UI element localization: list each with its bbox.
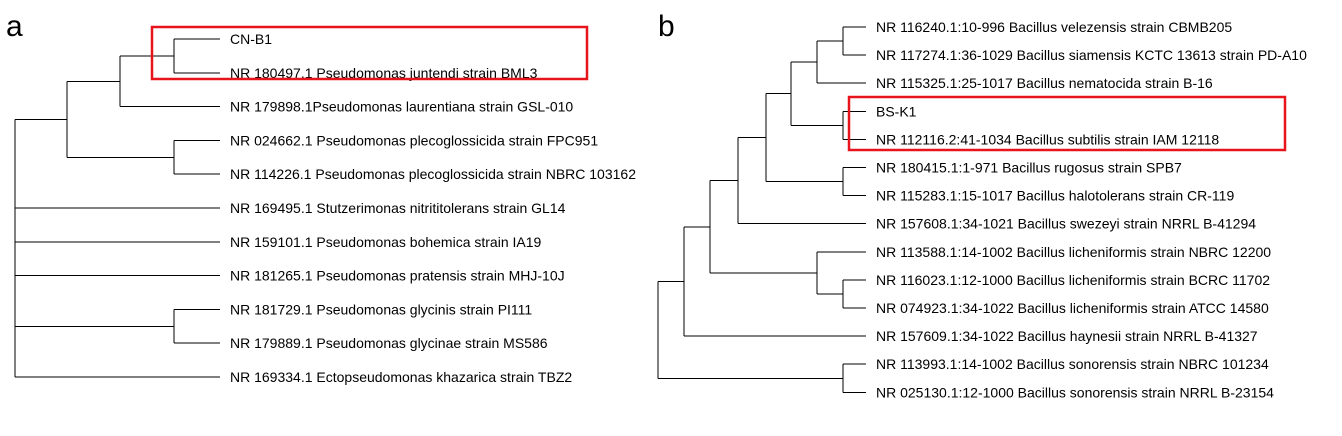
tree-b-leaf-label: NR 025130.1:12-1000 Bacillus sonorensis … xyxy=(876,384,1274,400)
panel-b-letter: b xyxy=(658,10,675,43)
tree-a-leaf-label: NR 024662.1 Pseudomonas plecoglossicida … xyxy=(230,132,598,148)
tree-a-leaf-label: NR 179889.1 Pseudomonas glycinae strain … xyxy=(230,335,548,351)
tree-a-leaf-label: NR 169334.1 Ectopseudomonas khazarica st… xyxy=(230,369,572,385)
tree-a-leaf-label: NR 179898.1Pseudomonas laurentiana strai… xyxy=(230,99,573,115)
tree-b-leaf-label: NR 074923.1:34-1022 Bacillus licheniform… xyxy=(876,300,1269,316)
tree-b-leaf-label: NR 157609.1:34-1022 Bacillus haynesii st… xyxy=(876,328,1258,344)
tree-b-leaf-label: NR 112116.2:41-1034 Bacillus subtilis st… xyxy=(876,131,1219,147)
highlight-box-cn-b1 xyxy=(150,25,589,81)
tree-b-leaf-label: NR 115283.1:15-1017 Bacillus halotoleran… xyxy=(876,188,1234,204)
panel-a-letter: a xyxy=(6,10,23,43)
tree-panel-b: NR 116240.1:10-996 Bacillus velezensis s… xyxy=(657,19,1307,400)
tree-b-leaf-label: NR 116240.1:10-996 Bacillus velezensis s… xyxy=(876,19,1232,35)
tree-b-leaf-label: NR 157608.1:34-1021 Bacillus swezeyi str… xyxy=(876,216,1256,232)
tree-a-leaf-label: NR 159101.1 Pseudomonas bohemica strain … xyxy=(230,234,542,250)
tree-a-leaf-label: NR 180497.1 Pseudomonas juntendi strain … xyxy=(230,65,538,81)
tree-b-leaf-label: BS-K1 xyxy=(876,103,917,119)
tree-b-leaf-label: NR 113993.1:14-1002 Bacillus sonorensis … xyxy=(876,356,1269,372)
tree-b-leaf-label: NR 116023.1:12-1000 Bacillus licheniform… xyxy=(876,272,1270,288)
tree-b-leaf-label: NR 113588.1:14-1002 Bacillus licheniform… xyxy=(876,244,1271,260)
highlight-box-bs-k1 xyxy=(847,95,1287,152)
tree-a-leaf-label: NR 181265.1 Pseudomonas pratensis strain… xyxy=(230,268,565,284)
tree-panel-a: CN-B1 NR 180497.1 Pseudomonas juntendi st… xyxy=(14,25,636,385)
tree-a-leaf-label: NR 169495.1 Stutzerimonas nitrititoleran… xyxy=(230,200,566,216)
tree-a-leaf-label: NR 114226.1 Pseudomonas plecoglossicida … xyxy=(230,166,636,182)
tree-b-leaf-label: NR 117274.1:36-1029 Bacillus siamensis K… xyxy=(876,47,1307,63)
tree-b-leaf-label: NR 115325.1:25-1017 Bacillus nematocida … xyxy=(876,75,1213,91)
tree-a-leaf-label: CN-B1 xyxy=(230,31,272,47)
tree-b-leaf-label: NR 180415.1:1-971 Bacillus rugosus strai… xyxy=(876,160,1182,176)
tree-a-leaf-label: NR 181729.1 Pseudomonas glycinis strain … xyxy=(230,301,532,317)
